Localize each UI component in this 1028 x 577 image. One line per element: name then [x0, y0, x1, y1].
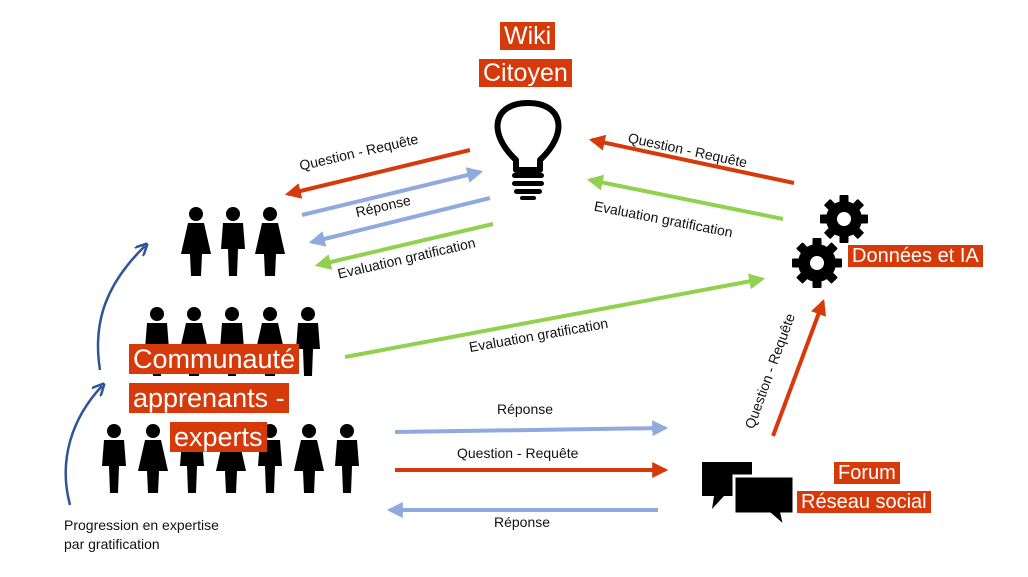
- community-label-line3: experts: [170, 422, 267, 453]
- wiki-label-second: Citoyen: [479, 59, 572, 87]
- community-label-line2: apprenants -: [129, 383, 289, 414]
- arrow-wiki-to-community-question: [284, 148, 471, 199]
- arrow-wiki-to-community-evaluation: [314, 222, 494, 270]
- arrow-data-to-wiki-question: [588, 134, 795, 185]
- chat-bubbles-icon: [702, 462, 796, 532]
- label-forum-to-community-response: Réponse: [494, 514, 551, 530]
- wiki-label-line1: Wiki: [504, 22, 552, 50]
- data-ai-label: Données et IA: [848, 245, 983, 268]
- label-community-to-forum-question: Question - Requête: [457, 445, 579, 461]
- wiki-label: Wiki: [500, 22, 556, 50]
- label-community-to-forum-response: Réponse: [497, 401, 554, 417]
- progression-arrow-upper: [96, 246, 145, 371]
- progression-note: Progression en expertise par gratificati…: [64, 517, 219, 552]
- progression-arrow-lower: [64, 386, 102, 506]
- gears-icon: [792, 195, 868, 288]
- arrow-data-to-wiki-evaluation: [586, 174, 784, 221]
- forum-label-line1: Forum: [834, 462, 900, 485]
- lightbulb-icon: [494, 100, 562, 200]
- arrow-community-to-data-evaluation: [344, 273, 766, 359]
- arrow-forum-to-data-question: [771, 299, 827, 437]
- wiki-label-line2: Citoyen: [483, 59, 568, 87]
- community-label-line1: Communauté: [129, 344, 300, 375]
- arrow-community-to-forum-response: [394, 420, 669, 437]
- arrow-community-to-wiki-response: [301, 167, 484, 217]
- arrow-wiki-to-response-back: [308, 196, 491, 247]
- forum-label-line2: Réseau social: [797, 491, 931, 514]
